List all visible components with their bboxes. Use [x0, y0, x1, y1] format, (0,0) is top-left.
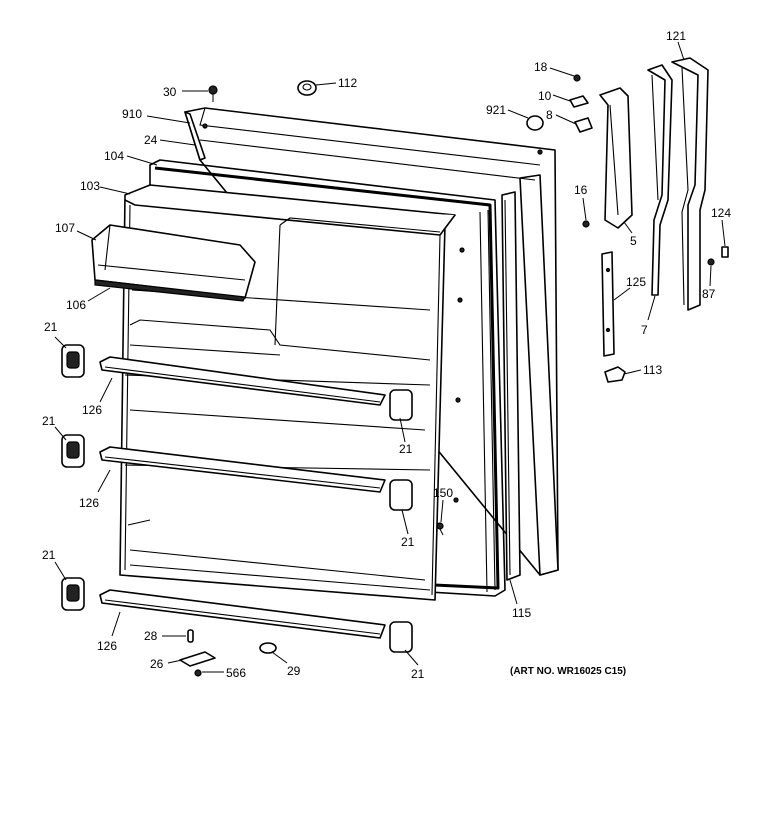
label-7: 7: [641, 323, 648, 337]
side-breaker-strip: [501, 191, 521, 581]
label-21-right-2: 21: [401, 535, 415, 549]
cap-921: [526, 115, 544, 131]
art-number: (ART NO. WR16025 C15): [510, 666, 626, 677]
label-30: 30: [163, 85, 177, 99]
label-124: 124: [711, 206, 731, 220]
label-29: 29: [287, 664, 301, 678]
label-21-right-1: 21: [399, 442, 413, 456]
label-16: 16: [574, 183, 588, 197]
handle-28: [187, 629, 194, 643]
label-921: 921: [486, 103, 506, 117]
label-566: 566: [226, 666, 246, 680]
label-18: 18: [534, 60, 548, 74]
screw-566: [194, 669, 202, 677]
spacer-113: [604, 366, 626, 383]
label-107: 107: [55, 221, 75, 235]
label-104: 104: [104, 149, 124, 163]
shelf-end-cap-right-3: [389, 621, 413, 653]
shelf-bar-upper: [99, 356, 386, 406]
label-26: 26: [150, 657, 164, 671]
label-10: 10: [538, 89, 552, 103]
label-126-upper: 126: [82, 403, 102, 417]
label-5: 5: [630, 234, 637, 248]
label-103: 103: [80, 179, 100, 193]
shelf-end-cap-left-2: [61, 434, 85, 468]
label-115: 115: [512, 606, 531, 620]
plug-button-112: [297, 80, 317, 96]
label-106: 106: [66, 298, 86, 312]
label-121: 121: [666, 29, 686, 43]
shelf-end-cap-right-1: [389, 389, 413, 421]
shelf-end-cap-left-3: [61, 577, 85, 611]
handle-121: [671, 57, 709, 311]
cap-29: [259, 642, 277, 654]
label-113: 113: [643, 363, 662, 377]
shelf-bar-middle: [99, 446, 386, 493]
label-21-right-3: 21: [411, 667, 425, 681]
shelf-end-cap-left-1: [61, 344, 85, 378]
callout-labels: 30 112 910 24 104 103 107 106 21 126 21 …: [42, 29, 731, 681]
handle-7: [647, 64, 673, 296]
plug-124: [721, 246, 729, 258]
label-126-lower: 126: [97, 639, 117, 653]
label-21-left-1: 21: [44, 320, 58, 334]
label-21-left-2: 21: [42, 414, 56, 428]
clip-8: [574, 117, 593, 133]
bracket-26: [179, 651, 216, 667]
label-21-left-3: 21: [42, 548, 56, 562]
label-126-middle: 126: [79, 496, 99, 510]
screw-150: [436, 522, 444, 536]
screw-30: [208, 85, 218, 102]
door-stop-125: [601, 251, 615, 357]
label-87: 87: [702, 287, 716, 301]
shelf-bar-lower: [99, 589, 386, 639]
screw-87: [707, 258, 715, 266]
label-150: 150: [433, 486, 453, 500]
label-28: 28: [144, 629, 158, 643]
screw-18: [573, 74, 581, 82]
leader-lines: [54, 41, 726, 673]
clip-10: [569, 95, 589, 108]
label-112: 112: [338, 76, 357, 90]
screw-16: [582, 220, 590, 228]
label-8: 8: [546, 108, 553, 122]
hinge-bracket-5: [599, 87, 633, 229]
label-910: 910: [122, 107, 142, 121]
label-125: 125: [626, 275, 646, 289]
shelf-end-cap-right-2: [389, 479, 413, 511]
dairy-door-hinge: [94, 279, 246, 302]
label-24: 24: [144, 133, 158, 147]
